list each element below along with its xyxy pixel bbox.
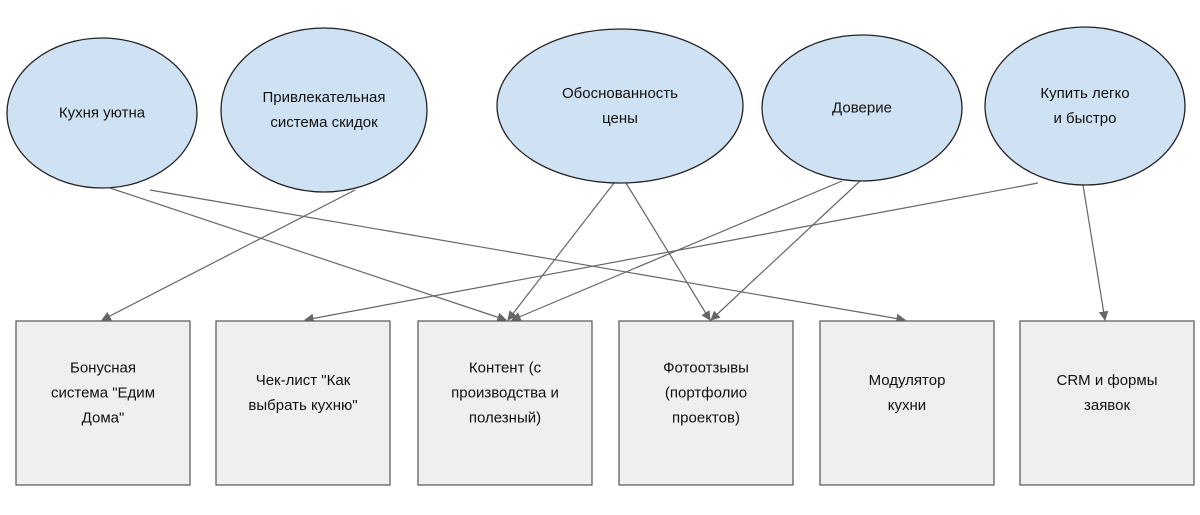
arrow-g4-to-t4: [710, 180, 861, 321]
goal-ellipse-shape: [6, 37, 198, 189]
arrow-g3-to-t4: [625, 182, 711, 321]
arrow-g2-to-t1: [101, 189, 356, 321]
node-label-line: Кухня уютна: [59, 105, 146, 122]
node-label-line: заявок: [1084, 397, 1130, 414]
node-label-line: (портфолио: [665, 385, 747, 402]
goal-ellipse-g1: Кухня уютна: [6, 37, 198, 189]
node-label-line: Чек-лист "Как: [256, 372, 351, 389]
tool-box-shape: [618, 320, 794, 486]
node-label-line: кухни: [888, 397, 926, 414]
connector-layer: [101, 180, 1109, 324]
tool-box-shape: [15, 320, 191, 486]
tool-box-t6: CRM и формы заявок: [1019, 320, 1195, 486]
node-label-line: система "Едим: [51, 385, 155, 402]
node-label-line: выбрать кухню": [248, 397, 357, 414]
node-label-line: и быстро: [1054, 110, 1117, 127]
tool-box-t2: Чек-лист "Как выбрать кухню": [215, 320, 391, 486]
tool-box-t4: Фотоотзывы (портфолио проектов): [618, 320, 794, 486]
goal-ellipse-g5: Купить легко и быстро: [984, 26, 1186, 186]
tool-box-shape: [1019, 320, 1195, 486]
node-label-line: Обоснованность: [562, 85, 678, 102]
node-label-line: Доверие: [832, 100, 892, 117]
node-label-line: Купить легко: [1040, 85, 1129, 102]
goal-ellipse-shape: [984, 26, 1186, 186]
tool-box-shape: [819, 320, 995, 486]
node-label-line: полезный): [469, 410, 541, 427]
node-label-line: система скидок: [270, 114, 378, 131]
goal-ellipse-shape: [496, 28, 744, 184]
node-label-line: Дома": [82, 410, 125, 427]
tool-box-t3: Контент (с производства и полезный): [417, 320, 593, 486]
arrow-g3-to-t3: [507, 182, 615, 321]
node-label-line: CRM и формы: [1057, 372, 1158, 389]
node-label-line: Модулятор: [869, 372, 946, 389]
goal-ellipse-shape: [761, 34, 963, 182]
node-label-line: Привлекательная: [263, 89, 386, 106]
goal-ellipse-g3: Обоснованность цены: [496, 28, 744, 184]
tool-box-shape: [417, 320, 593, 486]
tool-box-t5: Модулятор кухни: [819, 320, 995, 486]
arrow-g5-to-t2: [304, 182, 1039, 324]
arrow-g1-to-t3: [109, 187, 507, 322]
goal-ellipse-g2: Привлекательная система скидок: [220, 27, 428, 193]
node-label-line: производства и: [451, 385, 559, 402]
goal-ellipse-g4: Доверие: [761, 34, 963, 182]
node-label-line: Фотоотзывы: [663, 360, 749, 377]
node-label-line: Контент (с: [469, 360, 542, 377]
nodes-layer: Кухня уютна Привлекательная система скидок…: [6, 26, 1195, 486]
node-label-line: цены: [602, 110, 638, 127]
node-label-line: Бонусная: [70, 360, 136, 377]
tool-box-shape: [215, 320, 391, 486]
goal-ellipse-shape: [220, 27, 428, 193]
arrow-g5-to-t6: [1082, 184, 1109, 321]
arrow-g1-to-t5: [149, 189, 906, 324]
node-label-line: проектов): [672, 410, 740, 427]
